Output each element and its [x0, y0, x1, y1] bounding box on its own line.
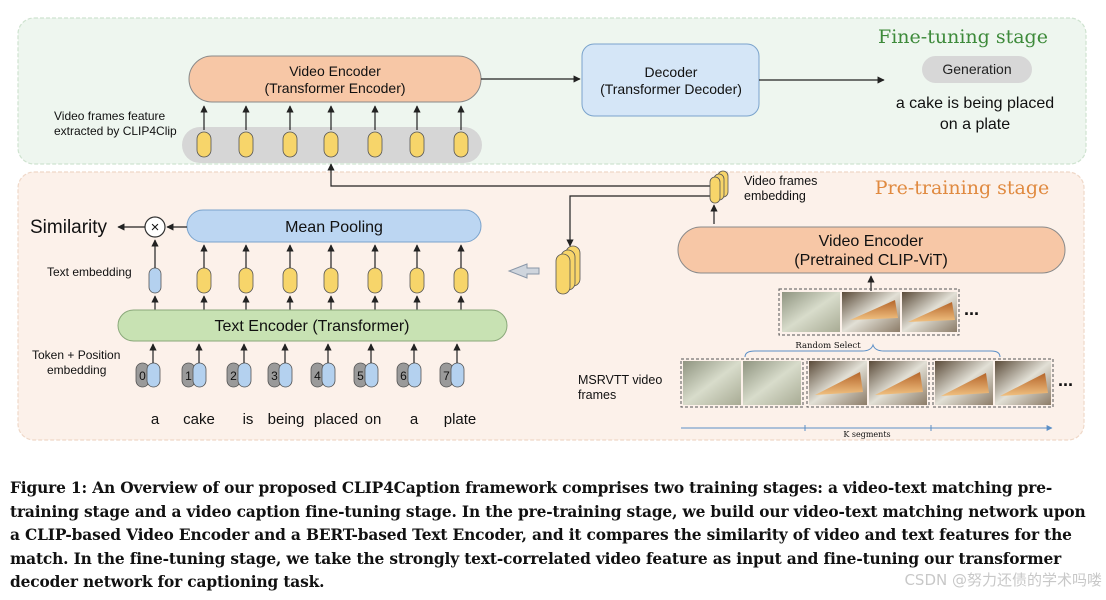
features-label-line2: extracted by CLIP4Clip	[54, 124, 177, 138]
selected-frames-ellipsis: ...	[964, 299, 979, 319]
position-id: 5	[357, 369, 364, 383]
msrvtt-label-line1: MSRVTT video	[578, 373, 662, 387]
video-encoder-finetune-line2: (Transformer Encoder)	[264, 80, 405, 96]
input-word: cake	[183, 411, 215, 428]
random-select-label: Random Select	[795, 341, 861, 351]
video-feature-token	[409, 131, 425, 158]
generation-label: Generation	[942, 61, 1011, 77]
generation-pill	[922, 56, 1032, 83]
pooling-input-token	[196, 267, 212, 294]
video-frames-embedding-line2: embedding	[744, 189, 806, 203]
input-word: a	[151, 411, 160, 428]
token-embedding	[407, 362, 422, 388]
pretrain-to-finetune-connector	[327, 163, 712, 187]
video-feature-token	[453, 131, 469, 158]
random-select-brace	[744, 343, 1001, 358]
embedding-down-connector	[566, 195, 712, 247]
token-embedding	[450, 362, 465, 388]
text-encoder-box	[117, 309, 508, 342]
decoder-line1: Decoder	[645, 64, 698, 80]
k-segments-label: K segments	[843, 430, 890, 439]
position-id: 7	[443, 369, 450, 383]
video-feature-tokens	[196, 131, 469, 158]
text-embedding-label: Text embedding	[47, 265, 132, 279]
video-feature-token	[282, 131, 298, 158]
video-encoder-finetune-line1: Video Encoder	[289, 63, 381, 79]
token-embedding	[321, 362, 336, 388]
position-id: 2	[230, 369, 237, 383]
token-embedding	[364, 362, 379, 388]
video-encoder-vit	[677, 226, 1066, 274]
video-frames-embedding-line1: Video frames	[744, 174, 817, 188]
token-embedding	[192, 362, 207, 388]
input-word: is	[243, 411, 254, 428]
position-id: 6	[400, 369, 407, 383]
msrvtt-label-line2: frames	[578, 388, 616, 402]
text-encoder-label: Text Encoder (Transformer)	[214, 318, 409, 335]
position-id: 4	[314, 369, 321, 383]
pooling-input-tokens	[196, 267, 469, 294]
csdn-watermark: CSDN @努力还债的学术吗喽	[904, 569, 1102, 590]
video-encoder-vit-line1: Video Encoder	[819, 233, 924, 250]
msrvtt-frames	[680, 358, 1054, 408]
decoder-line2: (Transformer Decoder)	[600, 81, 742, 97]
video-embedding-stack	[555, 245, 581, 295]
mean-pooling-label: Mean Pooling	[285, 219, 383, 236]
position-id: 0	[139, 369, 146, 383]
input-word: placed	[314, 411, 358, 428]
video-feature-token	[323, 131, 339, 158]
token-position-embeddings: 0 1 2 3 4 5 6 7	[135, 343, 465, 388]
token-embedding	[146, 362, 161, 388]
token-embedding	[278, 362, 293, 388]
token-embedding	[237, 362, 252, 388]
hollow-left-arrow	[507, 263, 540, 279]
selected-frames	[778, 288, 960, 336]
video-feature-token	[238, 131, 254, 158]
video-feature-token	[367, 131, 383, 158]
finetune-stage-title: Fine-tuning stage	[878, 26, 1048, 48]
position-id: 3	[271, 369, 278, 383]
pooling-input-token	[409, 267, 425, 294]
pooling-input-token	[367, 267, 383, 294]
token-position-label-line1: Token + Position	[32, 348, 120, 362]
video-feature-arrows	[200, 105, 465, 130]
figure-caption: Figure 1: An Overview of our proposed CL…	[10, 479, 1086, 591]
mean-pooling-box	[186, 209, 482, 243]
video-feature-token	[196, 131, 212, 158]
input-word: a	[410, 411, 419, 428]
multiply-symbol: ×	[151, 219, 160, 236]
output-caption-line2: on a plate	[940, 116, 1010, 133]
output-caption-line1: a cake is being placed	[896, 95, 1054, 112]
token-position-label-line2: embedding	[47, 363, 106, 377]
pretrain-stage-title: Pre-training stage	[875, 177, 1050, 199]
text-embedding-token	[148, 267, 162, 294]
input-word: being	[268, 411, 305, 428]
input-word: on	[365, 411, 382, 428]
similarity-label: Similarity	[30, 217, 108, 238]
pooling-input-token	[238, 267, 254, 294]
video-frames-embedding-stack	[709, 170, 729, 204]
features-label-line1: Video frames feature	[54, 109, 166, 123]
input-word: plate	[444, 411, 477, 428]
decoder-box	[581, 43, 760, 117]
pooling-input-token	[323, 267, 339, 294]
msrvtt-ellipsis: ...	[1058, 370, 1073, 390]
pooling-input-arrows	[200, 244, 465, 310]
video-encoder-vit-line2: (Pretrained CLIP-ViT)	[794, 252, 948, 269]
pooling-input-token	[453, 267, 469, 294]
position-id: 1	[185, 369, 192, 383]
pooling-input-token	[282, 267, 298, 294]
